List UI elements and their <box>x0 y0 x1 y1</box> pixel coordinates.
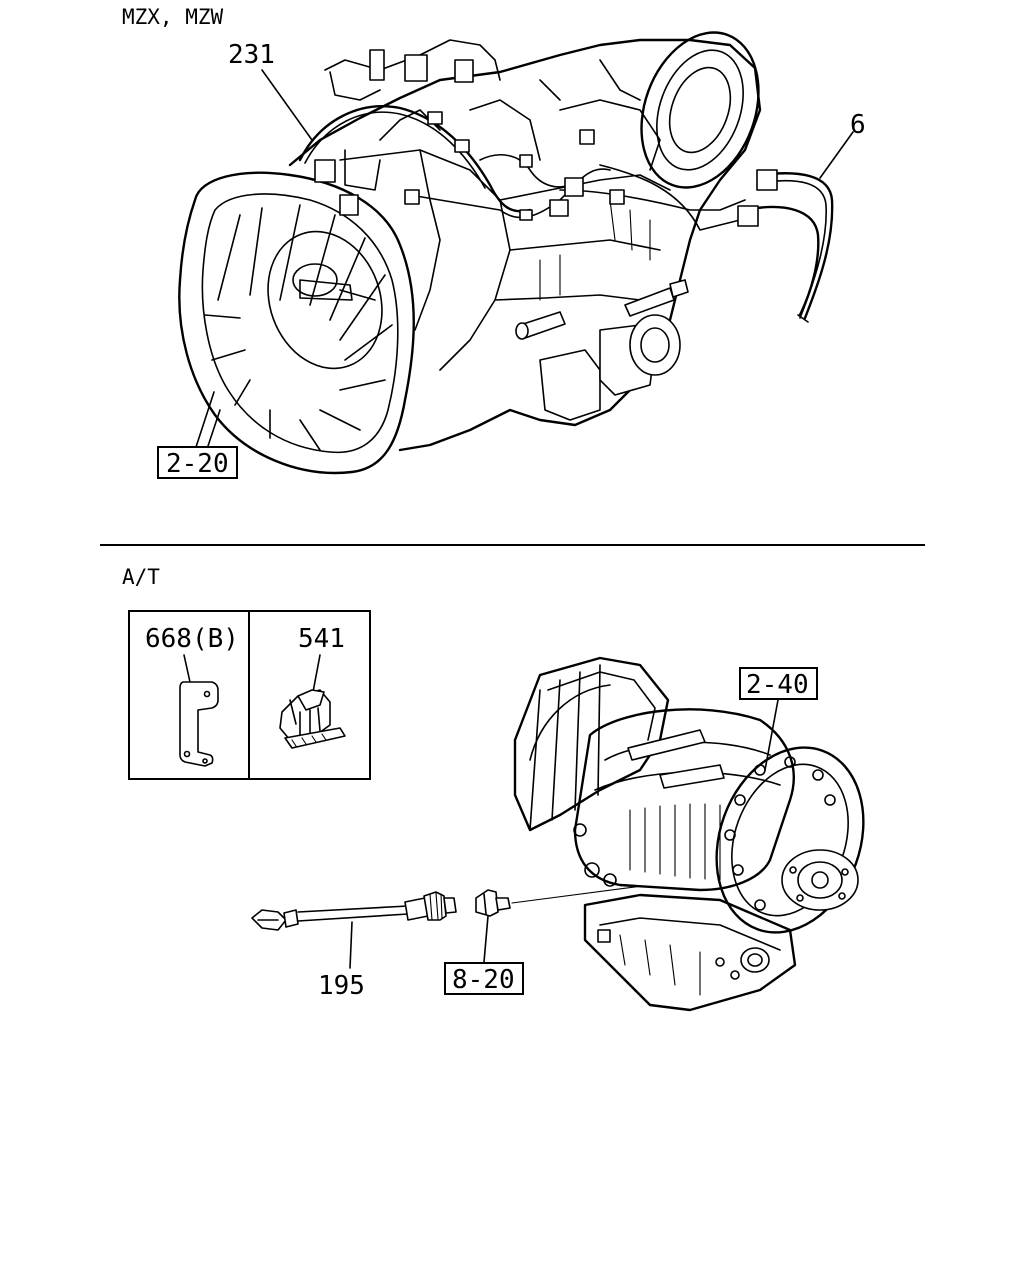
leader-6 <box>819 131 854 179</box>
ref-box-2-40 <box>739 667 818 700</box>
label-2-20: 2-20 <box>166 449 229 479</box>
manual-heading: MZX, MZW <box>122 5 224 29</box>
automatic-transmission-illustration <box>513 656 865 1012</box>
automatic-heading: A/T <box>122 565 160 589</box>
manual-transmission-illustration <box>159 31 834 475</box>
leader-2-20 <box>195 391 215 448</box>
speedometer-gear-illustration <box>475 885 643 917</box>
manual-transmission-section: MZX, MZW <box>122 5 866 479</box>
mount-illustration <box>279 654 346 749</box>
parts-inset: 668(B) 541 <box>128 610 371 780</box>
leader-231 <box>261 69 313 141</box>
speedometer-cable-illustration <box>251 891 457 931</box>
inset-label-541: 541 <box>298 624 345 654</box>
label-8-20: 8-20 <box>452 965 515 995</box>
inset-label-668b: 668(B) <box>145 624 239 654</box>
ref-box-2-20 <box>157 446 238 479</box>
leader-195 <box>349 921 353 969</box>
leader-8-20 <box>483 915 489 963</box>
label-6: 6 <box>850 110 866 140</box>
label-195: 195 <box>318 971 365 1001</box>
label-231: 231 <box>228 40 275 70</box>
bracket-illustration <box>179 654 219 767</box>
automatic-transmission-section: A/T 668(B) 541 <box>122 565 865 1012</box>
ref-box-8-20 <box>444 962 524 995</box>
leader-2-40 <box>764 699 779 771</box>
label-2-40: 2-40 <box>746 670 809 700</box>
